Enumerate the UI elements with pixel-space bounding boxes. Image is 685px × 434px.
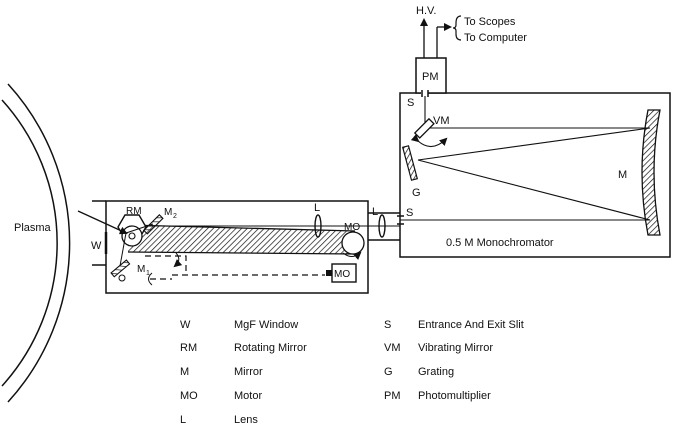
- hv-label: H.V.: [416, 5, 436, 17]
- legend-code: S: [384, 319, 392, 331]
- pm-label: PM: [422, 71, 439, 83]
- to-computer-label: To Computer: [464, 32, 527, 44]
- motor-pulley-rotation: [342, 251, 362, 260]
- lens-right-label: L: [372, 206, 378, 218]
- monochromator-box: [399, 92, 671, 258]
- legend-code: W: [180, 319, 191, 331]
- m1-rotation-arrow: [173, 252, 183, 268]
- mirror-m2: [143, 214, 164, 235]
- legend-desc: Rotating Mirror: [234, 342, 307, 354]
- vibration-arrow: [410, 134, 448, 148]
- legend-desc: Entrance And Exit Slit: [418, 319, 524, 331]
- rotating-mirror-axle: [128, 232, 136, 240]
- mirror-label: M: [618, 169, 627, 181]
- legend-desc: Photomultiplier: [418, 390, 491, 402]
- monochromator-label: 0.5 M Monochromator: [446, 237, 554, 249]
- plasma-vessel-wall: [1, 83, 71, 403]
- grating-label: G: [412, 187, 421, 199]
- concave-mirror: [641, 109, 661, 236]
- legend-desc: Mirror: [234, 366, 263, 378]
- plasma-ray: [77, 210, 128, 235]
- drive-belt: [127, 224, 356, 255]
- m2-subscript: 2: [173, 213, 177, 220]
- mirror-m1: [110, 259, 131, 278]
- legend-code: MO: [180, 390, 198, 402]
- legend-code: PM: [384, 390, 401, 402]
- rm-label: RM: [126, 206, 142, 217]
- entrance-slit-label: S: [406, 207, 413, 219]
- monochromator-rays: [400, 96, 651, 221]
- motor-pulley: [341, 231, 365, 255]
- legend-desc: MgF Window: [234, 319, 299, 331]
- motor-shaft: [326, 270, 332, 276]
- legend-code: RM: [180, 342, 198, 354]
- m1-subscript: 1: [146, 270, 150, 277]
- legend-desc: Vibrating Mirror: [418, 342, 493, 354]
- grating: [401, 145, 419, 181]
- legend-code: L: [180, 414, 187, 426]
- photomultiplier-box: [415, 57, 447, 94]
- mo-label: MO: [344, 222, 360, 233]
- legend-code: G: [384, 366, 393, 378]
- m2-label: M: [164, 207, 172, 218]
- legend-desc: Grating: [418, 366, 455, 378]
- vm-label: VM: [433, 115, 450, 127]
- legend-desc: Motor: [234, 390, 263, 402]
- m1-rotation-arrow-2: [148, 272, 153, 286]
- m1-pivot: [118, 274, 126, 282]
- to-scopes-label: To Scopes: [464, 16, 516, 28]
- motor-box-label: MO: [334, 269, 350, 280]
- ray-to-m1: [119, 232, 127, 267]
- plasma-label: Plasma: [14, 222, 52, 234]
- diagram-labels: H.V. To Scopes To Computer PM S VM G M S…: [14, 5, 627, 280]
- lens-left-label: L: [314, 202, 320, 214]
- legend-desc: Lens: [234, 414, 258, 426]
- window-label: W: [91, 240, 102, 252]
- motor-linkage: [145, 255, 325, 280]
- legend-code: M: [180, 366, 190, 378]
- m1-label: M: [137, 264, 145, 275]
- output-brace: [452, 15, 462, 41]
- legend-code: VM: [384, 342, 401, 354]
- ray-to-m2: [125, 223, 154, 234]
- exit-slit-label: S: [407, 97, 414, 109]
